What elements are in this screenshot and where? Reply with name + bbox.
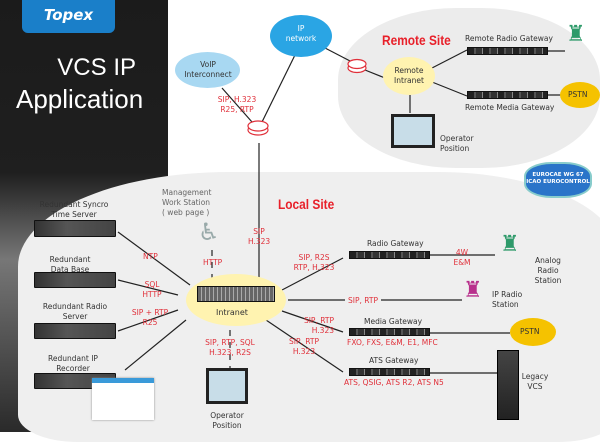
voip-interconnect-cloud[interactable] [175, 52, 240, 88]
voip-label: VoIP Interconnect [184, 60, 232, 79]
media-gateway-label: Media Gateway [364, 317, 423, 326]
intranet-label: Intranet [216, 308, 248, 317]
http-label: HTTP [203, 258, 223, 267]
remote-site-title: Remote Site [382, 32, 451, 48]
remote-radio-gateway[interactable] [467, 47, 548, 55]
remote-media-gateway[interactable] [467, 91, 548, 99]
media-gateway[interactable] [349, 328, 430, 336]
remote-pstn-label: PSTN [568, 90, 588, 99]
ip-network-label: IP network [285, 24, 317, 43]
legacy-vcs-rack[interactable] [497, 350, 519, 420]
sip-h323-label: SIP H.323 [248, 227, 271, 246]
radio-server-label: Redundant Radio Server [42, 302, 108, 321]
sip-rtp-label: SIP, RTP [345, 296, 382, 306]
media-gateway-protocols: SIP, RTP H.323 [303, 316, 334, 335]
remote-pstn-cloud[interactable] [560, 82, 600, 108]
ntp-label: NTP [143, 252, 158, 261]
router-icon [247, 58, 367, 136]
operator-protocols-label: SIP, RTP, SQL H.323, R2S [205, 338, 255, 357]
analog-radio-tower-icon: ♜ [500, 232, 520, 257]
ats-gateway[interactable] [349, 368, 430, 376]
ip-network-cloud[interactable] [270, 15, 332, 57]
sql-http-label: SQL HTTP [142, 280, 162, 299]
remote-intranet-label: Remote Intranet [394, 66, 424, 85]
topex-logo: Topex [22, 0, 115, 33]
ip-radio-tower-icon: ♜ [463, 278, 483, 303]
radio-tower-icon: ♜ [566, 22, 586, 47]
ip-radio-label: IP Radio Station [492, 290, 523, 309]
remote-radio-gateway-label: Remote Radio Gateway [465, 34, 553, 43]
analog-radio-label: Analog Radio Station [534, 256, 562, 285]
page-title-line1: VCS IP [57, 54, 136, 81]
sip-rtp-r25-label: SIP + RTP R25 [131, 308, 169, 327]
database-server[interactable] [34, 272, 116, 288]
ats-gateway-interfaces: ATS, QSIG, ATS R2, ATS N5 [344, 378, 444, 387]
connection-lines [117, 47, 565, 374]
remote-operator-label: Operator Position [440, 134, 474, 153]
wan-protocol-label: SIP, H.323 R25, RTP [217, 95, 257, 114]
syncro-label: Redundant Syncro Time Server [39, 200, 109, 219]
syncro-time-server[interactable] [34, 220, 116, 237]
radio-server[interactable] [34, 323, 116, 339]
page-title-line2: Application [16, 84, 144, 114]
operator-monitor[interactable] [206, 368, 248, 404]
network-switch[interactable] [197, 286, 275, 302]
radio-gateway[interactable] [349, 251, 430, 259]
management-label: Management Work Station ( web page ) [162, 188, 212, 217]
pstn-cloud[interactable] [510, 318, 556, 346]
remote-media-gateway-label: Remote Media Gateway [465, 103, 555, 112]
radio-gateway-protocols: SIP, R2S RTP, H.323 [293, 253, 335, 272]
workstation-user-icon[interactable]: ♿ [198, 218, 220, 246]
local-site-title: Local Site [278, 196, 335, 212]
remote-intranet-cloud[interactable] [383, 57, 435, 95]
legacy-vcs-label: Legacy VCS [521, 372, 549, 391]
4w-em-label: 4W E&M [453, 248, 471, 267]
pstn-label: PSTN [520, 327, 540, 336]
database-label: Redundant Data Base [49, 255, 91, 274]
media-gateway-interfaces: FXO, FXS, E&M, E1, MFC [347, 338, 438, 347]
radio-gateway-label: Radio Gateway [367, 239, 424, 248]
ats-gateway-label: ATS Gateway [369, 356, 419, 365]
operator-label: Operator Position [210, 411, 244, 430]
eurocae-badge: EUROCAE WG 67 ICAO EUROCONTROL [524, 162, 592, 198]
recorder-screenshot [92, 378, 154, 420]
remote-operator-monitor[interactable] [391, 114, 435, 148]
ats-gateway-protocols: SIP, RTP H.323 [288, 337, 320, 356]
ip-recorder-label: Redundant IP Recorder [48, 354, 98, 373]
remote-site-cloud [338, 8, 600, 168]
